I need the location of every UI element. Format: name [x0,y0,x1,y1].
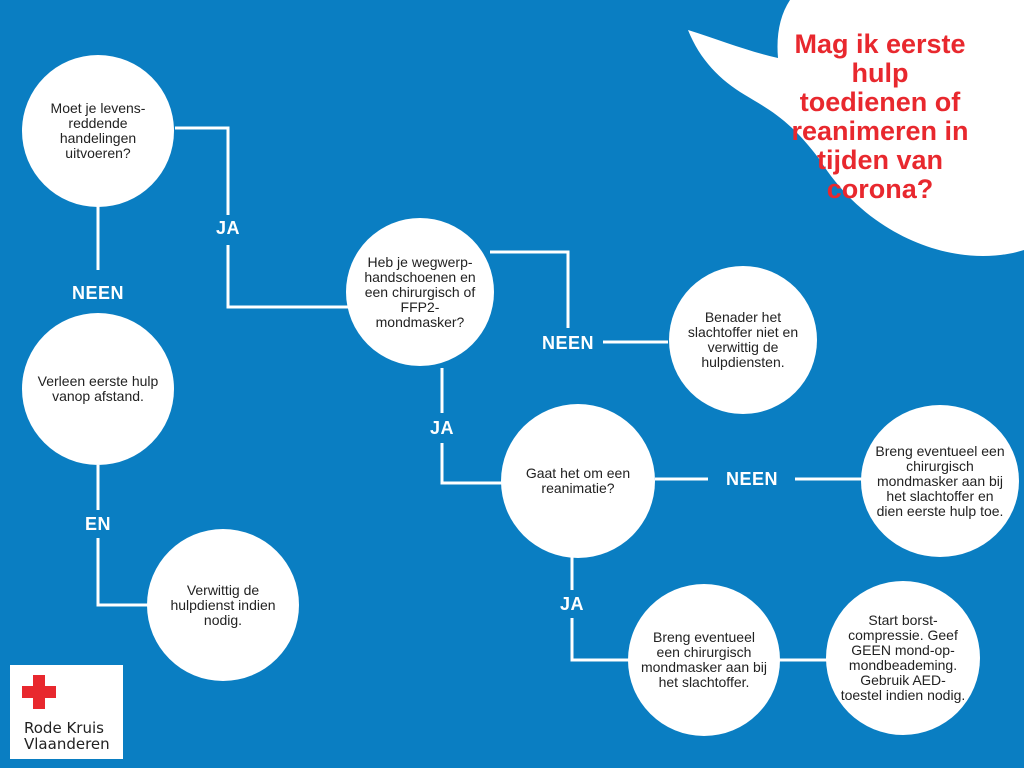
node-start-cpr: Start borst-compressie. Geef GEEN mond-o… [826,581,980,735]
connector-ja-q2 [226,245,358,309]
page-title: Mag ik eerste hulp toedienen of reanimer… [791,29,969,204]
node-text: Verleen eerste hulp vanop afstand. [37,373,159,404]
logo-line-2: Vlaanderen [24,735,110,753]
node-text: Moet je levens-reddende handelingen uitv… [50,100,146,161]
label-ja-3: JA [559,594,585,614]
connector-ja-maskvictim [570,618,630,662]
node-call-emergency: Verwittig de hulpdienst indien nodig. [147,529,299,681]
label-ja-1: JA [215,218,241,238]
node-question-resuscitation: Gaat het om een reanimatie? [501,404,655,558]
label-neen-2: NEEN [541,333,595,353]
node-text: Start borst-compressie. Geef GEEN mond-o… [840,612,966,703]
node-do-not-approach: Benader het slachtoffer niet en verwitti… [669,266,817,414]
node-text: Gaat het om een reanimatie? [525,465,631,496]
label-ja-2: JA [429,418,455,438]
red-cross-icon [22,675,56,709]
node-question-lifesaving: Moet je levens-reddende handelingen uitv… [22,55,174,207]
label-neen-3: NEEN [725,469,779,489]
logo-line-1: Rode Kruis [24,719,104,737]
connector-ja-q3 [440,443,503,485]
label-neen-1: NEEN [71,283,125,303]
node-mask-victim: Breng eventueel een chirurgisch mondmask… [628,584,780,736]
node-text: Heb je wegwerp-handschoenen en een chiru… [364,253,476,330]
rode-kruis-logo: Rode Kruis Vlaanderen [10,665,123,759]
node-mask-first-aid: Breng eventueel een chirurgisch mondmask… [861,405,1019,557]
node-text: Breng eventueel een chirurgisch mondmask… [640,629,768,690]
node-text: Verwittig de hulpdienst indien nodig. [170,581,276,628]
connector-en-call [96,538,150,607]
logo-text: Rode Kruis Vlaanderen [24,720,110,752]
connector-q1-ja [175,126,230,215]
node-question-protection: Heb je wegwerp-handschoenen en een chiru… [346,218,494,366]
node-text: Breng eventueel een chirurgisch mondmask… [875,442,1005,519]
node-text: Benader het slachtoffer niet en verwitti… [687,309,799,370]
node-first-aid-distance: Verleen eerste hulp vanop afstand. [22,313,174,465]
label-en: EN [84,514,112,534]
connector-q2-neen [490,250,570,328]
